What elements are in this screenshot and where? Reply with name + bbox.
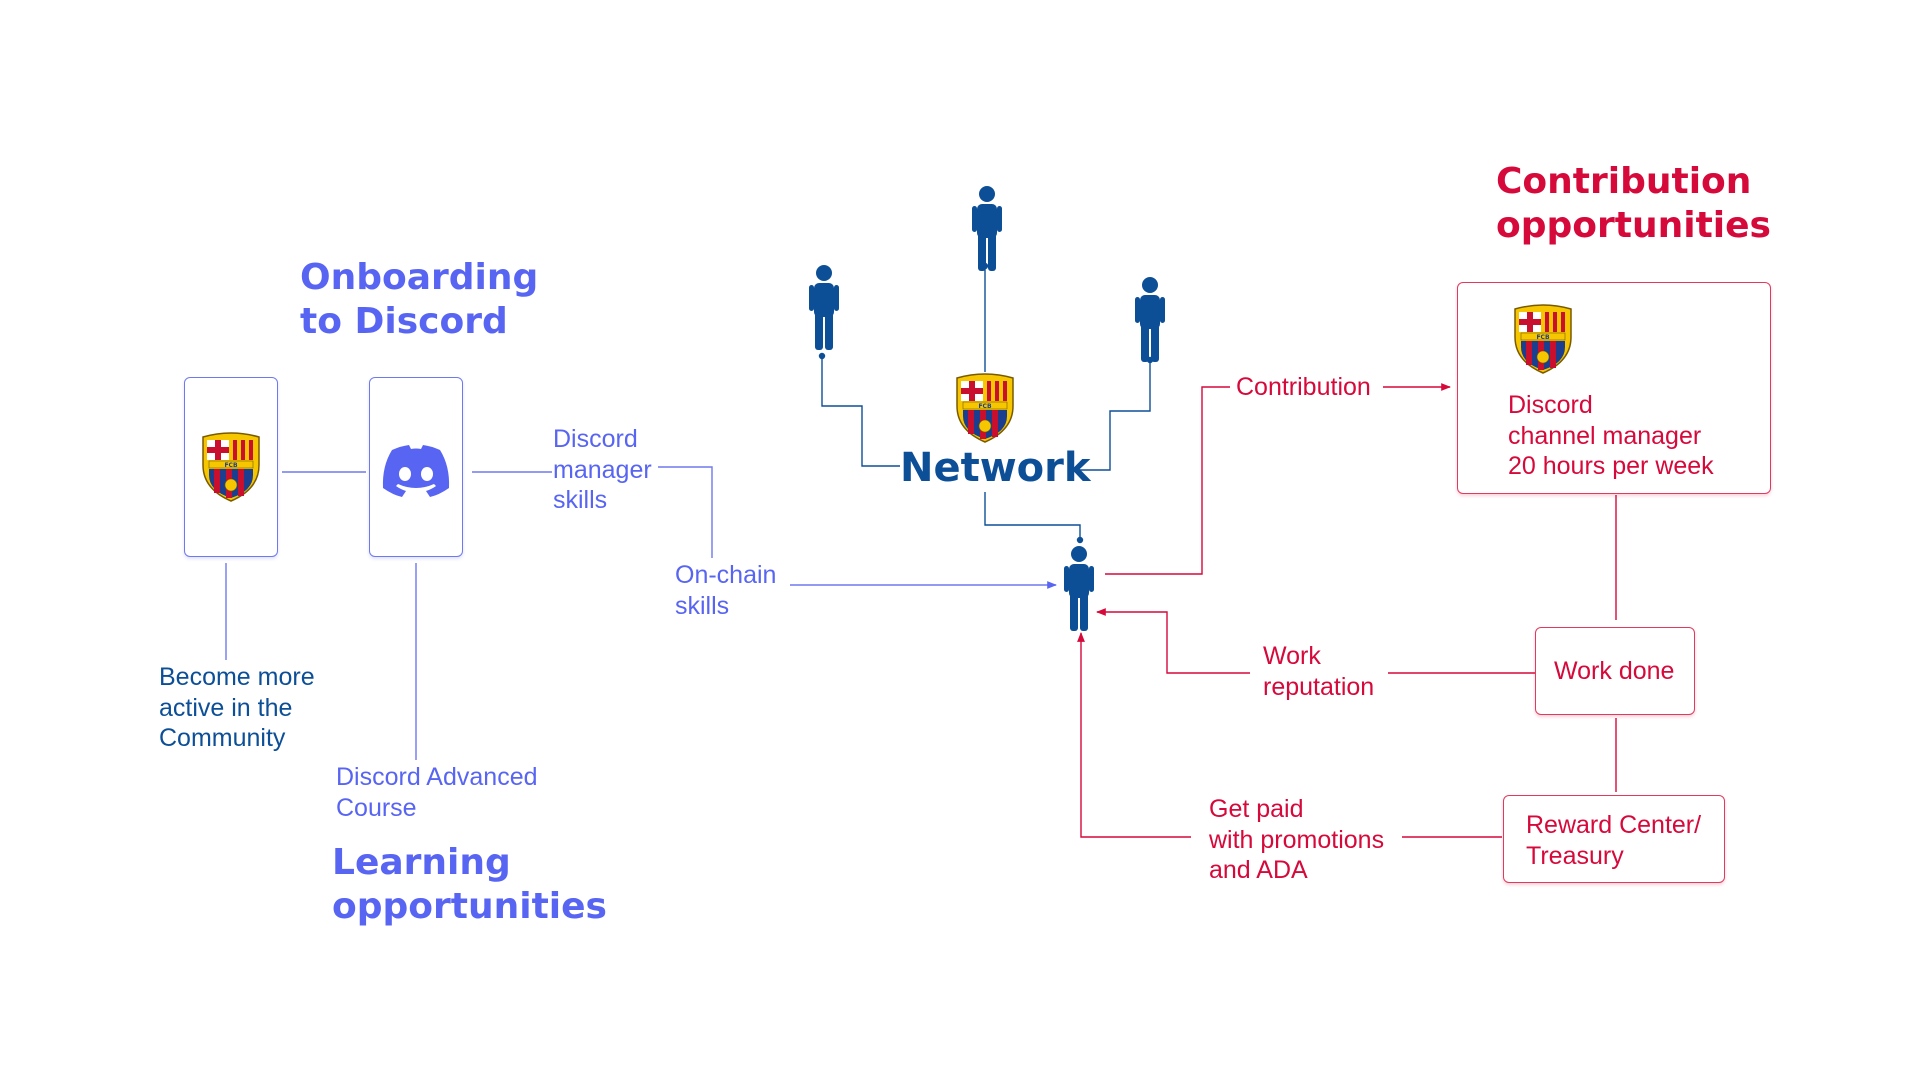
person-icon	[972, 186, 1002, 271]
arrow-reputation-to-person	[1096, 608, 1250, 674]
contribution-arrow-label: Contribution	[1232, 372, 1375, 403]
discord-app-card	[369, 377, 463, 557]
advanced-course-label: Discord Advanced Course	[336, 763, 538, 822]
svg-text:FCB: FCB	[978, 403, 992, 410]
role-description: Discord channel manager 20 hours per wee…	[1508, 391, 1714, 480]
work-done-card: Work done	[1535, 627, 1695, 715]
line-person-right-to-network	[1070, 360, 1151, 471]
onchain-skills-label: On-chain skills	[675, 561, 777, 620]
onboarding-heading: Onboarding to Discord	[300, 257, 539, 342]
contribution-heading: Contribution opportunities	[1496, 161, 1771, 246]
work-reputation-label: Work reputation	[1263, 642, 1375, 701]
get-paid-label: Get paid with promotions and ADA	[1209, 795, 1385, 884]
reward-center-card: Reward Center/ Treasury	[1503, 795, 1725, 883]
line-person-left-to-network	[821, 356, 900, 467]
fc-barcelona-crest-icon: FCB	[1514, 304, 1572, 374]
svg-text:FCB: FCB	[224, 462, 238, 469]
fc-barcelona-crest-icon: FCB	[956, 373, 1014, 443]
club-app-card: FCB	[184, 377, 278, 557]
fc-barcelona-crest-icon: FCB	[202, 432, 260, 502]
person-icon	[1064, 546, 1094, 631]
line-skills-to-onchain	[658, 466, 713, 558]
line-network-to-person-center	[984, 492, 1081, 540]
arrow-getpaid-to-person	[1077, 632, 1191, 838]
svg-text:FCB: FCB	[1536, 334, 1550, 341]
learning-heading: Learning opportunities	[332, 842, 607, 927]
network-label: Network	[900, 445, 1091, 491]
role-card: FCB Discord channel manager 20 hours per…	[1457, 282, 1771, 494]
discord-logo-icon	[382, 445, 450, 497]
line-person-to-contribution	[1105, 386, 1230, 575]
discord-manager-skills-label: Discord manager skills	[553, 425, 652, 514]
work-done-label: Work done	[1554, 657, 1675, 685]
person-icon	[809, 265, 839, 350]
community-label: Become more active in the Community	[159, 663, 315, 752]
person-icon	[1135, 277, 1165, 362]
reward-center-label: Reward Center/ Treasury	[1526, 811, 1702, 870]
